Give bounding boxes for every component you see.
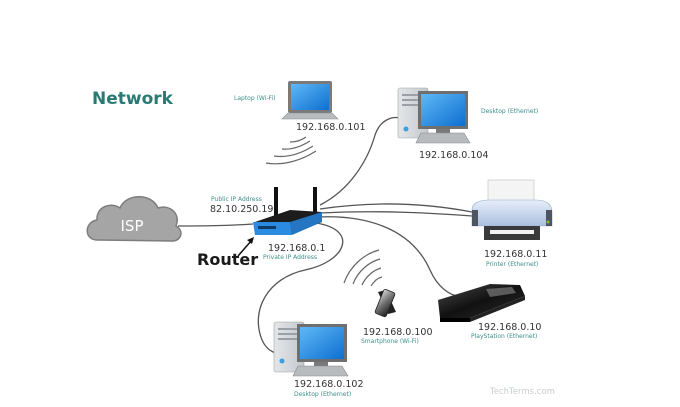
smartphone-ip: 192.168.0.100 (363, 327, 433, 338)
cables (177, 116, 473, 354)
desktop-bottom-ip: 192.168.0.102 (294, 379, 364, 390)
desktop-top-icon (397, 87, 471, 144)
router-private-ip: 192.168.0.1 (268, 243, 326, 254)
laptop-icon (281, 81, 339, 120)
smartphone-icon (374, 288, 396, 318)
router-pointer-arrow (237, 237, 254, 257)
cable-router-printer-2 (319, 211, 473, 217)
isp-label: ISP (121, 217, 144, 235)
router-icon (253, 187, 322, 235)
printer-icon (471, 179, 553, 240)
cable-router-playstation (317, 216, 459, 297)
router-label: Router (197, 250, 259, 269)
wifi-waves-laptop (265, 136, 317, 165)
printer-ip: 192.168.0.11 (484, 249, 548, 260)
desktop-top-caption: Desktop (Ethernet) (481, 108, 539, 115)
playstation-ip: 192.168.0.10 (478, 322, 542, 333)
wifi-waves-smartphone (343, 249, 383, 287)
cable-router-desktop-bottom (257, 222, 344, 354)
cable-isp-router (177, 223, 254, 227)
cloud-icon (86, 196, 182, 242)
public-ip: 82.10.250.19 (210, 204, 274, 215)
playstation-caption: PlayStation (Ethernet) (471, 333, 538, 340)
playstation-icon (438, 284, 525, 322)
printer-caption: Printer (Ethernet) (486, 261, 539, 268)
cable-router-printer (319, 203, 473, 213)
laptop-ip: 192.168.0.101 (296, 122, 366, 133)
desktop-top-ip: 192.168.0.104 (419, 150, 489, 161)
diagram-title: Network (92, 89, 173, 109)
smartphone-caption: Smartphone (Wi-Fi) (361, 338, 419, 345)
desktop-bottom-caption: Desktop (Ethernet) (294, 391, 352, 398)
desktop-bottom-icon (273, 321, 349, 377)
public-ip-caption: Public IP Address (211, 196, 262, 203)
isp-cloud: ISP (86, 196, 182, 242)
laptop-caption: Laptop (Wi-Fi) (234, 95, 276, 102)
cable-router-desktop-top (319, 116, 401, 206)
watermark: TechTerms.com (490, 387, 555, 397)
private-ip-caption: Private IP Address (263, 254, 318, 261)
